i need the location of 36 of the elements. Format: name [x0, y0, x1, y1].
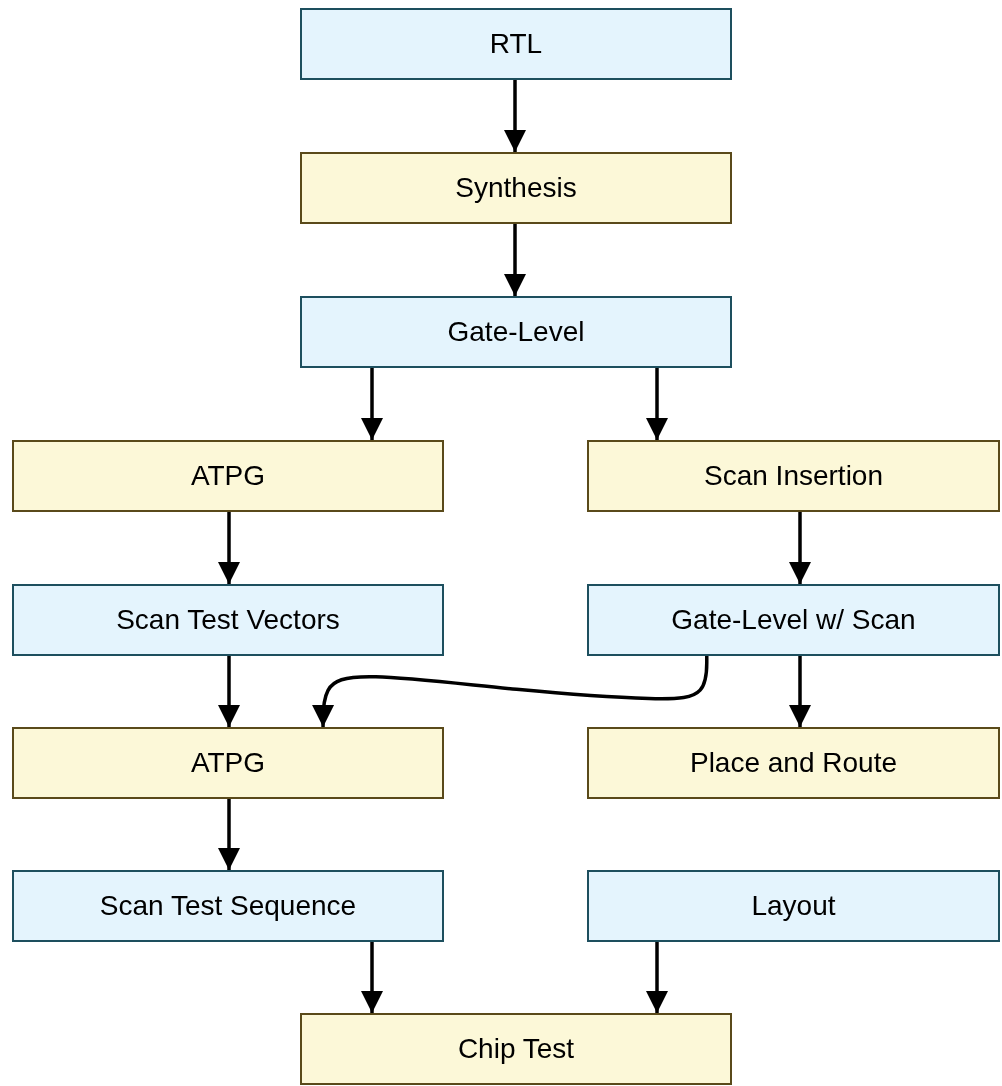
box-label: Layout: [751, 890, 836, 922]
arrow: [361, 368, 383, 440]
process-box: [587, 440, 1000, 512]
box-label: ATPG: [190, 460, 266, 492]
process-box: [12, 727, 444, 799]
arrow: [789, 512, 811, 584]
arrow: [789, 656, 811, 727]
arrow: [312, 656, 709, 727]
arrow: [646, 368, 668, 440]
process-box: [300, 152, 732, 224]
process-box: [12, 440, 444, 512]
process-box: [300, 1013, 732, 1085]
box-label: Scan Test Vectors: [116, 604, 340, 636]
arrow: [218, 799, 240, 870]
box-label: Scan Test Sequence: [99, 890, 357, 922]
process-box: [587, 870, 1000, 942]
box-label: RTL: [489, 28, 543, 60]
process-box: [12, 870, 444, 942]
process-box: [587, 727, 1000, 799]
box-label: Scan Insertion: [704, 460, 883, 492]
process-box: [12, 584, 444, 656]
arrow: [218, 512, 240, 584]
arrow: [646, 942, 668, 1013]
arrow: [504, 224, 526, 296]
box-label: Synthesis: [455, 172, 577, 204]
box-label: Place and Route: [689, 747, 897, 779]
arrow: [361, 942, 383, 1013]
box-label: Gate-Level w/ Scan: [671, 604, 916, 636]
box-label: Gate-Level: [447, 316, 585, 348]
process-box: [300, 296, 732, 368]
process-box: [300, 8, 732, 80]
process-box: [587, 584, 1000, 656]
box-label: Chip Test: [457, 1033, 575, 1065]
box-label: ATPG: [190, 747, 266, 779]
arrow: [504, 80, 526, 152]
arrow: [218, 656, 240, 727]
